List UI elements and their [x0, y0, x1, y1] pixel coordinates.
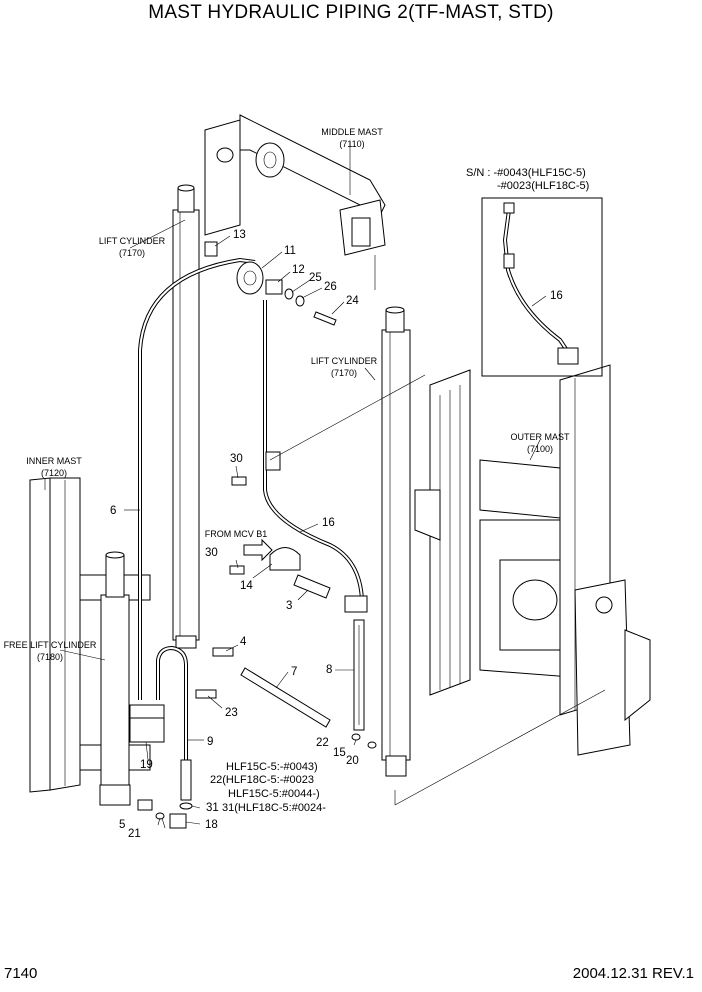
part-number: 8 [326, 664, 332, 676]
part-number: 5 [119, 819, 125, 831]
part-number: 16 [322, 517, 335, 529]
part-number: 4 [240, 636, 247, 648]
free-lift-cylinder-code: (7180) [37, 652, 63, 662]
hose-routing [138, 257, 365, 801]
part-number: 22 [316, 737, 329, 749]
part-number: 20 [346, 755, 359, 767]
assembly-labels: MIDDLE MAST (7110) LIFT CYLINDER (7170) … [4, 127, 590, 662]
free-lift-cylinder-drawing [99, 551, 165, 811]
lift-cylinder-left-code: (7170) [119, 248, 145, 258]
inner-mast-code: (7120) [41, 468, 67, 478]
middle-mast-drawing [204, 114, 386, 256]
note-line3: HLF15C-5:#0044-) [228, 788, 320, 800]
part-number: 11 [284, 245, 296, 257]
note-line4: 31(HLF18C-5:#0024- [222, 802, 326, 814]
part-number: 31 [206, 802, 219, 814]
part-number: 9 [207, 736, 213, 748]
revision-date: 2004.12.31 REV.1 [572, 965, 694, 982]
part-number: 24 [346, 295, 359, 307]
part-number: 15 [333, 747, 346, 759]
middle-mast-name: MIDDLE MAST [321, 127, 383, 137]
small-parts [129, 241, 377, 829]
page-title: MAST HYDRAULIC PIPING 2(TF-MAST, STD) [148, 2, 554, 23]
from-mcv-label: FROM MCV B1 [205, 529, 268, 539]
inset-sn-line1: S/N : -#0043(HLF15C-5) [466, 167, 586, 179]
part-number: 26 [324, 281, 337, 293]
middle-mast-code: (7110) [339, 139, 364, 149]
page-number: 7140 [4, 965, 38, 982]
lift-cylinder-left-name: LIFT CYLINDER [99, 236, 166, 246]
leader-lines [44, 142, 606, 829]
inset-sn-line2: -#0023(HLF18C-5) [497, 180, 589, 192]
part-number: 13 [233, 229, 246, 241]
part-number: 7 [291, 666, 297, 678]
note-line1: HLF15C-5:-#0043) [226, 761, 318, 773]
part-number: 14 [240, 580, 253, 592]
part-number: 19 [140, 759, 153, 771]
note-line2: 22(HLF18C-5:-#0023 [210, 774, 314, 786]
inset-part-16: 16 [550, 290, 563, 302]
part-number: 3 [286, 600, 292, 612]
part-number: 12 [292, 264, 305, 276]
part-number: 21 [128, 828, 141, 840]
serial-notes: HLF15C-5:-#0043) 22(HLF18C-5:-#0023 HLF1… [210, 761, 326, 814]
lift-cylinder-left-drawing [172, 184, 200, 649]
part-number: 23 [225, 707, 238, 719]
part-callouts: 13 11 12 25 26 24 30 16 30 14 3 4 7 8 6 … [110, 229, 359, 840]
outer-mast-name: OUTER MAST [510, 432, 570, 442]
part-number: 30 [205, 547, 218, 559]
part-number: 25 [309, 272, 322, 284]
part-number: 6 [110, 505, 116, 517]
part-number: 30 [230, 453, 243, 465]
lift-cylinder-right-code: (7170) [331, 368, 357, 378]
lift-cylinder-right-name: LIFT CYLINDER [311, 356, 378, 366]
outer-mast-code: (7100) [527, 444, 553, 454]
serial-inset: 16 [481, 197, 603, 377]
lift-cylinder-right-drawing [381, 306, 411, 777]
outer-mast-drawing [414, 364, 651, 756]
part-number: 18 [205, 819, 218, 831]
free-lift-cylinder-name: FREE LIFT CYLINDER [4, 640, 97, 650]
inner-mast-name: INNER MAST [26, 456, 82, 466]
inner-mast-drawing [29, 477, 151, 793]
